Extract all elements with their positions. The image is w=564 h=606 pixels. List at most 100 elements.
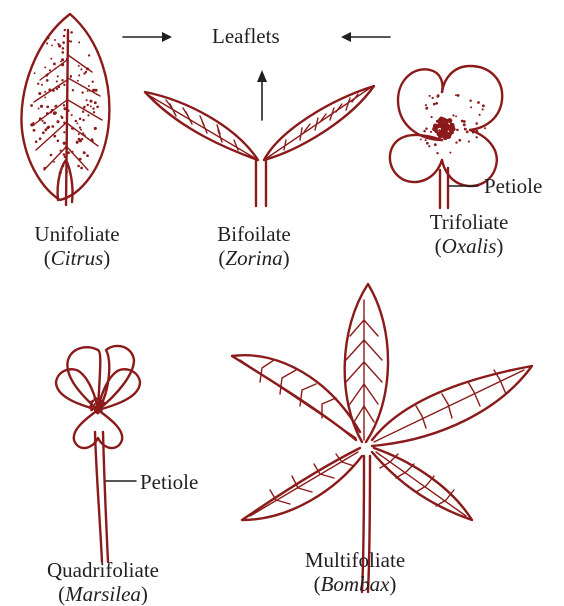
stipple-dot <box>92 140 94 142</box>
stipple-dot <box>468 141 470 143</box>
stipple-dot <box>88 85 90 87</box>
petiole-label-top: Petiole <box>484 174 542 198</box>
stipple-dot <box>75 120 77 122</box>
stipple-dot <box>65 146 67 148</box>
stipple-dot <box>43 167 46 170</box>
stipple-dot <box>63 121 65 123</box>
stipple-dot <box>57 75 59 77</box>
stipple-dot <box>92 107 94 109</box>
stipple-dot <box>46 106 49 109</box>
stipple-dot <box>77 80 79 82</box>
stipple-dot <box>435 102 438 105</box>
stipple-dot <box>49 69 51 71</box>
stipple-dot <box>70 75 72 77</box>
stipple-dot <box>41 84 43 86</box>
stipple-dot <box>63 104 65 106</box>
stipple-dot <box>54 67 56 69</box>
stipple-dot <box>39 137 42 140</box>
trifoliate-example: (Oxalis) <box>414 234 524 258</box>
stipple-dot <box>56 88 58 90</box>
stipple-dot <box>461 120 464 123</box>
stipple-dot <box>96 411 99 414</box>
stipple-dot <box>94 403 96 405</box>
stipple-dot <box>449 152 451 154</box>
stipple-dot <box>444 125 448 129</box>
stipple-dot <box>82 132 84 134</box>
stipple-dot <box>44 128 47 131</box>
stipple-dot <box>78 74 80 76</box>
stipple-dot <box>76 122 78 124</box>
unifoliate-type: Unifoliate <box>12 222 142 246</box>
stipple-dot <box>456 129 459 132</box>
stipple-dot <box>63 153 66 156</box>
stipple-dot <box>425 139 427 141</box>
stipple-dot <box>81 91 83 93</box>
stipple-dot <box>62 51 65 54</box>
stipple-dot <box>425 107 428 110</box>
stipple-dot <box>83 106 86 109</box>
stipple-dot <box>452 114 454 116</box>
stipple-dot <box>90 105 92 107</box>
stipple-dot <box>79 158 82 161</box>
stipple-dot <box>62 165 64 167</box>
stipple-dot <box>70 31 73 34</box>
stipple-dot <box>436 152 438 154</box>
stipple-dot <box>54 105 56 107</box>
stipple-dot <box>64 156 67 159</box>
stipple-dot <box>63 142 66 145</box>
stipple-dot <box>472 131 475 134</box>
stipple-dot <box>51 44 53 46</box>
stipple-dot <box>53 135 56 138</box>
stipple-dot <box>61 63 64 66</box>
unifoliate-example: (Citrus) <box>12 246 142 270</box>
stipple-dot <box>88 54 90 56</box>
stipple-dot <box>475 122 478 125</box>
stipple-dot <box>46 112 49 115</box>
stipple-dot <box>78 138 81 141</box>
stipple-dot <box>479 114 481 116</box>
stipple-dot <box>67 109 70 112</box>
stipple-dot <box>94 101 97 104</box>
stipple-dot <box>86 104 88 106</box>
stipple-dot <box>58 44 61 47</box>
stipple-dot <box>439 132 443 136</box>
stipple-dot <box>426 142 429 145</box>
stipple-dot <box>482 104 485 107</box>
stipple-dot <box>96 105 99 108</box>
stipple-dot <box>80 129 82 131</box>
stipple-dot <box>71 151 74 154</box>
stipple-dot <box>466 131 469 134</box>
stipple-dot <box>99 409 102 412</box>
stipple-dot <box>101 404 103 406</box>
stipple-dot <box>438 129 441 132</box>
stipple-dot <box>51 125 54 128</box>
stipple-dot <box>85 71 87 73</box>
bifoliate-type: Bifoilate <box>194 222 314 246</box>
stipple-dot <box>476 136 478 138</box>
stipple-dot <box>428 145 430 147</box>
stipple-dot <box>455 141 457 143</box>
stipple-dot <box>425 104 427 106</box>
stipple-dot <box>433 103 436 106</box>
quadrifoliate-caption: Quadrifoliate (Marsilea) <box>28 558 178 606</box>
quadrifoliate-leaf-drawing <box>56 346 140 562</box>
stipple-dot <box>444 121 448 125</box>
stipple-dot <box>64 29 66 31</box>
stipple-dot <box>72 89 74 91</box>
stipple-dot <box>63 35 66 38</box>
stipple-dot <box>102 402 105 405</box>
stipple-dot <box>46 79 49 82</box>
stipple-dot <box>82 111 84 113</box>
stipple-dot <box>60 60 62 62</box>
stipple-dot <box>33 129 36 132</box>
bifoliate-leaf-drawing <box>145 86 374 206</box>
stipple-dot <box>66 171 68 173</box>
trifoliate-center-dots <box>420 94 486 154</box>
stipple-dot <box>420 138 422 140</box>
stipple-dot <box>50 111 52 113</box>
stipple-dot <box>30 104 33 107</box>
stipple-dot <box>82 119 84 121</box>
stipple-dot <box>61 79 63 81</box>
stipple-dot <box>448 132 452 136</box>
stipple-dot <box>92 81 94 83</box>
